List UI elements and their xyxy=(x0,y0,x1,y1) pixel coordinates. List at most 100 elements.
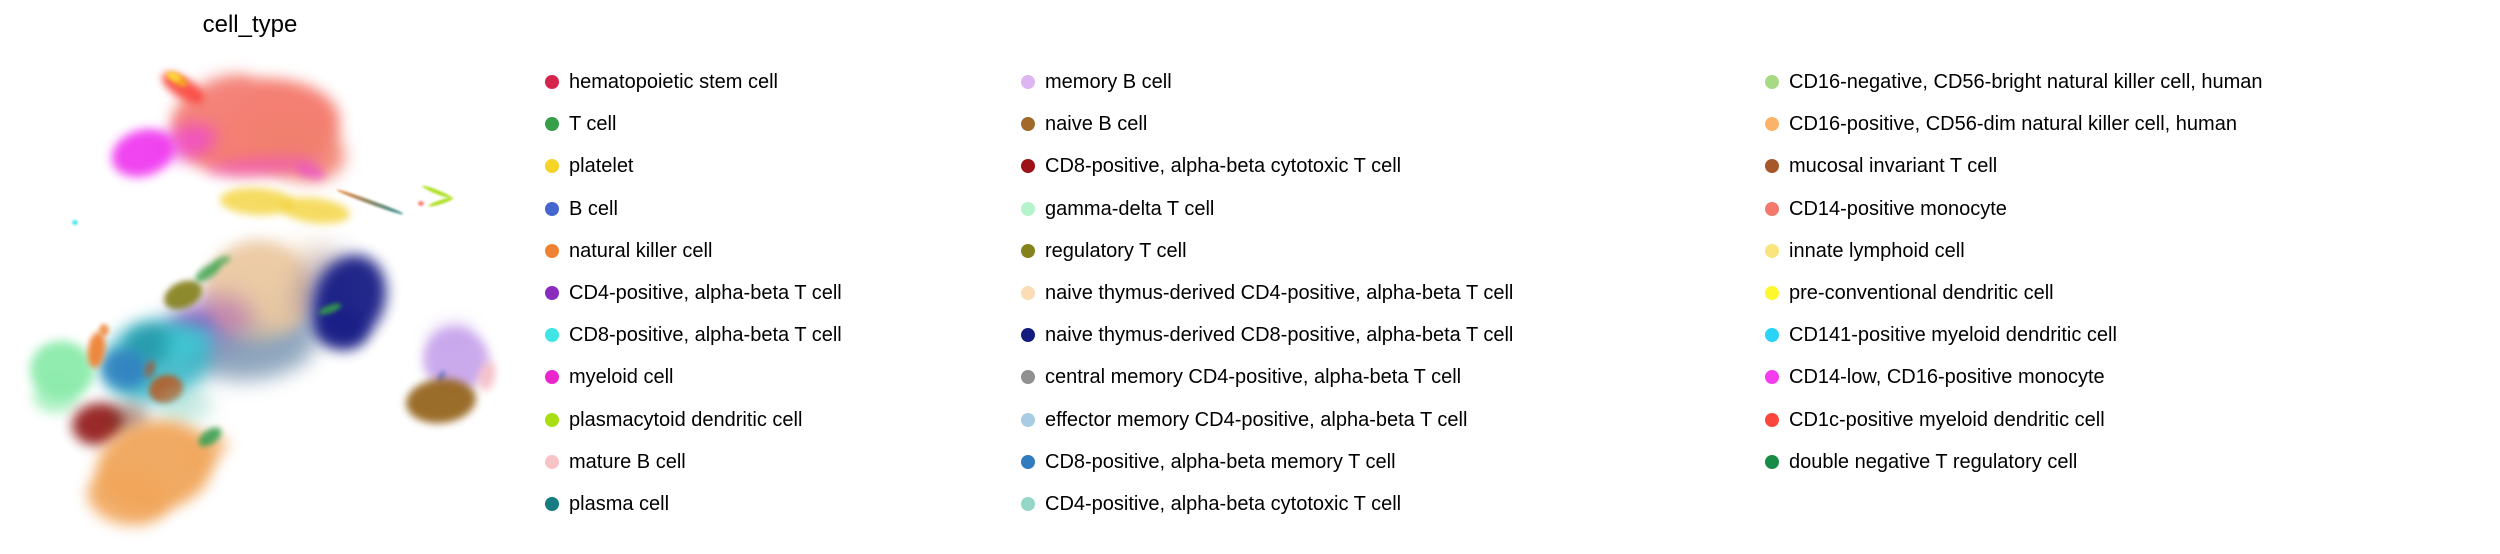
legend-item: innate lymphoid cell xyxy=(1765,230,2263,272)
legend-label: plasma cell xyxy=(569,492,670,515)
legend-dot-swatch xyxy=(1021,201,1035,216)
legend-dot-swatch xyxy=(1021,454,1035,469)
legend-item: naive B cell xyxy=(1021,103,1513,145)
legend-item: CD14-low, CD16-positive monocyte xyxy=(1765,356,2263,398)
legend-label: B cell xyxy=(569,197,618,220)
legend-label: central memory CD4-positive, alpha-beta … xyxy=(1045,366,1462,389)
legend-label: CD4-positive, alpha-beta T cell xyxy=(569,282,842,305)
legend-dot-swatch xyxy=(1765,412,1779,427)
legend-dot-swatch xyxy=(1021,117,1035,132)
legend-dot-swatch xyxy=(545,201,559,216)
legend-dot-swatch xyxy=(1765,370,1779,385)
legend-dot-swatch xyxy=(545,328,559,343)
legend-label: innate lymphoid cell xyxy=(1789,239,1965,262)
legend-item: naive thymus-derived CD8-positive, alpha… xyxy=(1021,314,1513,356)
legend-item: CD4-positive, alpha-beta T cell xyxy=(545,272,842,314)
legend-label: regulatory T cell xyxy=(1045,239,1187,262)
legend-item: regulatory T cell xyxy=(1021,230,1513,272)
legend-label: CD16-negative, CD56-bright natural kille… xyxy=(1789,71,2263,94)
legend-dot-swatch xyxy=(1021,328,1035,343)
legend-label: myeloid cell xyxy=(569,366,674,389)
legend-dot-swatch xyxy=(1765,75,1779,90)
legend-item: plasmacytoid dendritic cell xyxy=(545,399,842,441)
legend-item: CD8-positive, alpha-beta memory T cell xyxy=(1021,441,1513,483)
legend-item: platelet xyxy=(545,145,842,187)
legend-dot-swatch xyxy=(1021,243,1035,258)
legend-dot-swatch xyxy=(1021,370,1035,385)
legend-label: T cell xyxy=(569,113,617,136)
legend-item: CD141-positive myeloid dendritic cell xyxy=(1765,314,2263,356)
legend-item: gamma-delta T cell xyxy=(1021,188,1513,230)
legend-label: pre-conventional dendritic cell xyxy=(1789,282,2054,305)
legend-dot-swatch xyxy=(545,243,559,258)
legend-item: pre-conventional dendritic cell xyxy=(1765,272,2263,314)
legend-dot-swatch xyxy=(545,370,559,385)
legend-label: platelet xyxy=(569,155,634,178)
legend-dot-swatch xyxy=(1021,412,1035,427)
legend-dot-swatch xyxy=(1021,286,1035,301)
legend-column: CD16-negative, CD56-bright natural kille… xyxy=(1765,61,2263,483)
legend-label: mature B cell xyxy=(569,450,686,473)
legend-dot-swatch xyxy=(545,75,559,90)
legend-column: hematopoietic stem cell T cell platelet B c… xyxy=(545,61,842,525)
legend-item: CD8-positive, alpha-beta T cell xyxy=(545,314,842,356)
legend-dot-swatch xyxy=(1765,159,1779,174)
legend-dot-swatch xyxy=(545,159,559,174)
legend-label: CD141-positive myeloid dendritic cell xyxy=(1789,324,2117,347)
legend-item: CD8-positive, alpha-beta cytotoxic T cel… xyxy=(1021,145,1513,187)
legend-label: CD1c-positive myeloid dendritic cell xyxy=(1789,408,2105,431)
legend-item: natural killer cell xyxy=(545,230,842,272)
legend-item: hematopoietic stem cell xyxy=(545,61,842,103)
cluster-blob xyxy=(418,200,424,206)
cluster-blob xyxy=(32,379,78,413)
legend-label: CD8-positive, alpha-beta cytotoxic T cel… xyxy=(1045,155,1402,178)
legend-dot-swatch xyxy=(1765,454,1779,469)
legend-item: plasma cell xyxy=(545,483,842,525)
legend-item: double negative T regulatory cell xyxy=(1765,441,2263,483)
legend-dot-swatch xyxy=(545,496,559,511)
legend-item: CD14-positive monocyte xyxy=(1765,188,2263,230)
cluster-blob xyxy=(278,193,352,227)
plot-title: cell_type xyxy=(202,11,298,38)
legend-item: CD1c-positive myeloid dendritic cell xyxy=(1765,399,2263,441)
legend-label: hematopoietic stem cell xyxy=(569,71,778,94)
legend-item: CD4-positive, alpha-beta cytotoxic T cel… xyxy=(1021,483,1513,525)
cluster-blob xyxy=(72,219,78,225)
legend-label: naive thymus-derived CD4-positive, alpha… xyxy=(1045,282,1514,305)
legend-dot-swatch xyxy=(1765,117,1779,132)
legend-dot-swatch xyxy=(545,454,559,469)
legend-label: CD4-positive, alpha-beta cytotoxic T cel… xyxy=(1045,492,1402,515)
legend-item: CD16-positive, CD56-dim natural killer c… xyxy=(1765,103,2263,145)
legend-label: naive B cell xyxy=(1045,113,1148,136)
legend-label: double negative T regulatory cell xyxy=(1789,450,2078,473)
legend-item: myeloid cell xyxy=(545,356,842,398)
legend-label: naive thymus-derived CD8-positive, alpha… xyxy=(1045,324,1514,347)
legend-dot-swatch xyxy=(1021,75,1035,90)
legend-dot-swatch xyxy=(1765,243,1779,258)
cluster-blob xyxy=(428,196,454,208)
umap-plot: cell_type xyxy=(0,0,520,554)
legend-label: memory B cell xyxy=(1045,71,1172,94)
legend-label: CD14-positive monocyte xyxy=(1789,197,2007,220)
legend-item: B cell xyxy=(545,188,842,230)
legend-item: T cell xyxy=(545,103,842,145)
legend-dot-swatch xyxy=(1021,496,1035,511)
legend-item: central memory CD4-positive, alpha-beta … xyxy=(1021,356,1513,398)
legend-label: effector memory CD4-positive, alpha-beta… xyxy=(1045,408,1468,431)
legend-dot-swatch xyxy=(545,117,559,132)
legend-label: CD8-positive, alpha-beta memory T cell xyxy=(1045,450,1396,473)
legend-item: naive thymus-derived CD4-positive, alpha… xyxy=(1021,272,1513,314)
legend-dot-swatch xyxy=(545,412,559,427)
legend-dot-swatch xyxy=(1765,328,1779,343)
legend-item: mature B cell xyxy=(545,441,842,483)
legend-dot-swatch xyxy=(1021,159,1035,174)
legend-label: CD8-positive, alpha-beta T cell xyxy=(569,324,842,347)
legend-item: CD16-negative, CD56-bright natural kille… xyxy=(1765,61,2263,103)
legend-dot-swatch xyxy=(545,286,559,301)
legend-item: mucosal invariant T cell xyxy=(1765,145,2263,187)
legend-label: CD14-low, CD16-positive monocyte xyxy=(1789,366,2105,389)
legend-item: memory B cell xyxy=(1021,61,1513,103)
legend-item: effector memory CD4-positive, alpha-beta… xyxy=(1021,399,1513,441)
